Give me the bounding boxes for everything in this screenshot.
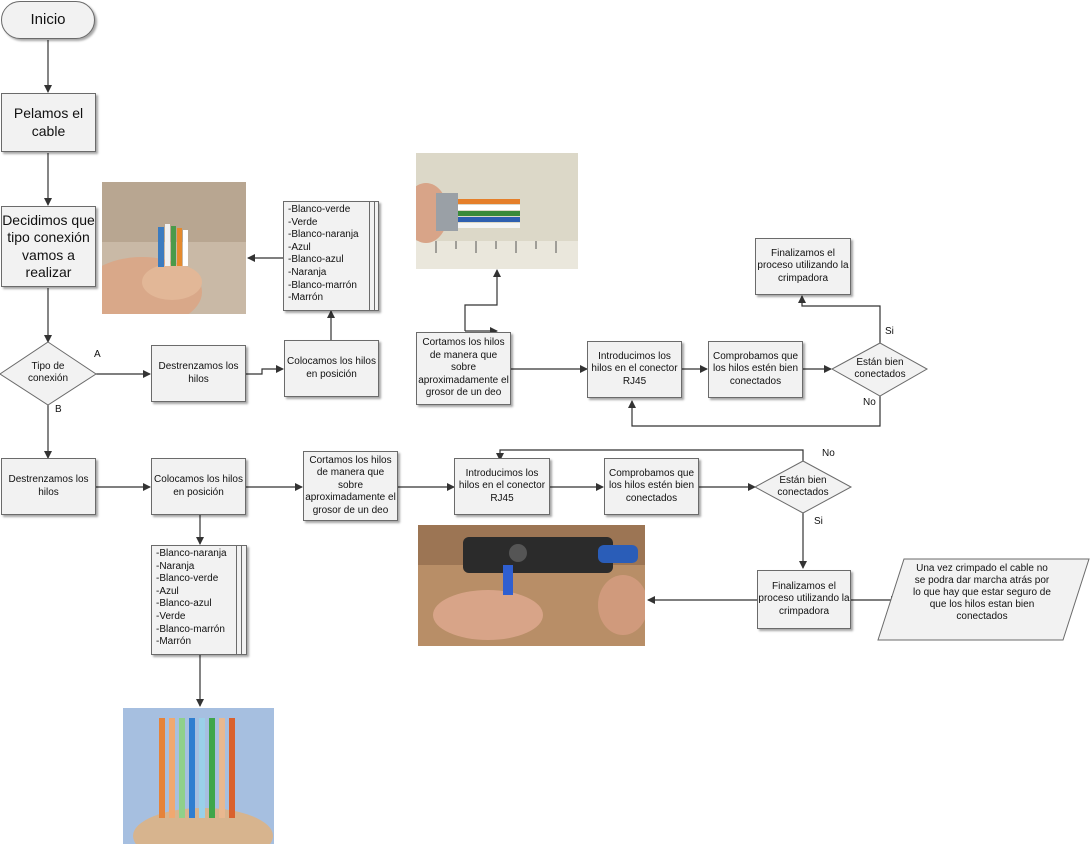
list-item: -Naranja [288, 266, 327, 278]
b-comprobamos-label: Comprobamos que los hilos estén bien con… [608, 467, 695, 504]
b-cortamos-box: Cortamos los hilos de manera que sobre a… [303, 451, 398, 521]
photo-wires-order [123, 708, 274, 844]
b-colocamos-label: Colocamos los hilos en posición [154, 474, 243, 498]
list-item: -Naranja [156, 560, 195, 572]
b-destrenzamos-box: Destrenzamos los hilos [1, 458, 96, 515]
list-item: -Blanco-verde [288, 204, 351, 215]
a-colocamos-label: Colocamos los hilos en posición [287, 356, 376, 380]
b-note-text: Una vez crimpado el cable no se podra da… [913, 563, 1051, 622]
list-item: -Blanco-verde [156, 573, 219, 585]
a-destrenzamos-box: Destrenzamos los hilos [151, 345, 246, 402]
list-item: -Verde [156, 610, 186, 622]
list-item: -Blanco-azul [156, 598, 212, 610]
b-destrenzamos-label: Destrenzamos los hilos [8, 474, 89, 498]
a-cortamos-label: Cortamos los hilos de manera que sobre a… [418, 337, 509, 399]
photo-cut-wires-ruler [416, 153, 578, 269]
b-color-items: -Blanco-naranja -Naranja -Blanco-verde -… [156, 548, 246, 649]
list-item: -Azul [288, 241, 311, 253]
b-decision-label: Están bien conectados [777, 475, 829, 498]
a-introducimos-label: Introducimos los hilos en el conector RJ… [591, 350, 678, 387]
photo-cable-wires-hand [102, 182, 246, 314]
b-finalizamos-label: Finalizamos el proceso utilizando la cri… [758, 580, 850, 617]
b-si-label: Si [814, 516, 823, 527]
a-colocamos-box: Colocamos los hilos en posición [284, 340, 379, 397]
list-item: -Blanco-naranja [288, 229, 359, 241]
b-colocamos-box: Colocamos los hilos en posición [151, 458, 246, 515]
a-color-order-list: -Blanco-verde -Verde -Blanco-naranja -Az… [283, 201, 379, 311]
a-comprobamos-box: Comprobamos que los hilos estén bien con… [708, 341, 803, 398]
list-item: -Azul [156, 585, 179, 597]
list-divider [241, 546, 242, 654]
a-comprobamos-label: Comprobamos que los hilos estén bien con… [712, 350, 799, 387]
b-introducimos-box: Introducimos los hilos en el conector RJ… [454, 458, 550, 515]
list-divider [369, 202, 370, 310]
list-divider [236, 546, 237, 654]
decision-tipo-label: Tipo de conexión [27, 361, 69, 384]
list-item: -Blanco-marrón [288, 279, 357, 291]
a-introducimos-box: Introducimos los hilos en el conector RJ… [587, 341, 682, 398]
a-decision-label: Están bien conectados [854, 357, 906, 380]
step-pelamos-label: Pelamos el cable [13, 105, 84, 139]
branch-a-label: A [94, 349, 101, 360]
start-label: Inicio [30, 10, 66, 28]
list-item: -Blanco-marrón [156, 623, 225, 635]
b-cortamos-label: Cortamos los hilos de manera que sobre a… [305, 454, 396, 516]
list-divider [374, 202, 375, 310]
photo-crimping-tool [418, 525, 645, 646]
step-decidimos-label: Decidimos que tipo conexión vamos a real… [2, 211, 95, 281]
a-finalizamos-box: Finalizamos el proceso utilizando la cri… [755, 238, 851, 295]
b-no-label: No [822, 448, 835, 459]
step-decidimos: Decidimos que tipo conexión vamos a real… [1, 206, 96, 287]
a-color-items: -Blanco-verde -Verde -Blanco-naranja -Az… [288, 204, 378, 305]
branch-b-label: B [55, 404, 62, 415]
b-introducimos-label: Introducimos los hilos en el conector RJ… [458, 467, 546, 504]
a-cortamos-box: Cortamos los hilos de manera que sobre a… [416, 332, 511, 405]
list-item: -Verde [288, 216, 318, 228]
list-item: -Marrón [288, 292, 324, 304]
start-terminal: Inicio [1, 1, 95, 39]
a-si-label: Si [885, 326, 894, 337]
list-item: -Blanco-naranja [156, 548, 227, 559]
a-no-label: No [863, 397, 876, 408]
b-finalizamos-box: Finalizamos el proceso utilizando la cri… [757, 570, 851, 629]
list-item: -Blanco-azul [288, 254, 344, 266]
a-finalizamos-label: Finalizamos el proceso utilizando la cri… [757, 247, 849, 284]
a-destrenzamos-label: Destrenzamos los hilos [158, 361, 239, 385]
step-pelamos: Pelamos el cable [1, 93, 96, 152]
list-item: -Marrón [156, 636, 192, 648]
b-color-order-list: -Blanco-naranja -Naranja -Blanco-verde -… [151, 545, 247, 655]
b-comprobamos-box: Comprobamos que los hilos estén bien con… [604, 458, 699, 515]
